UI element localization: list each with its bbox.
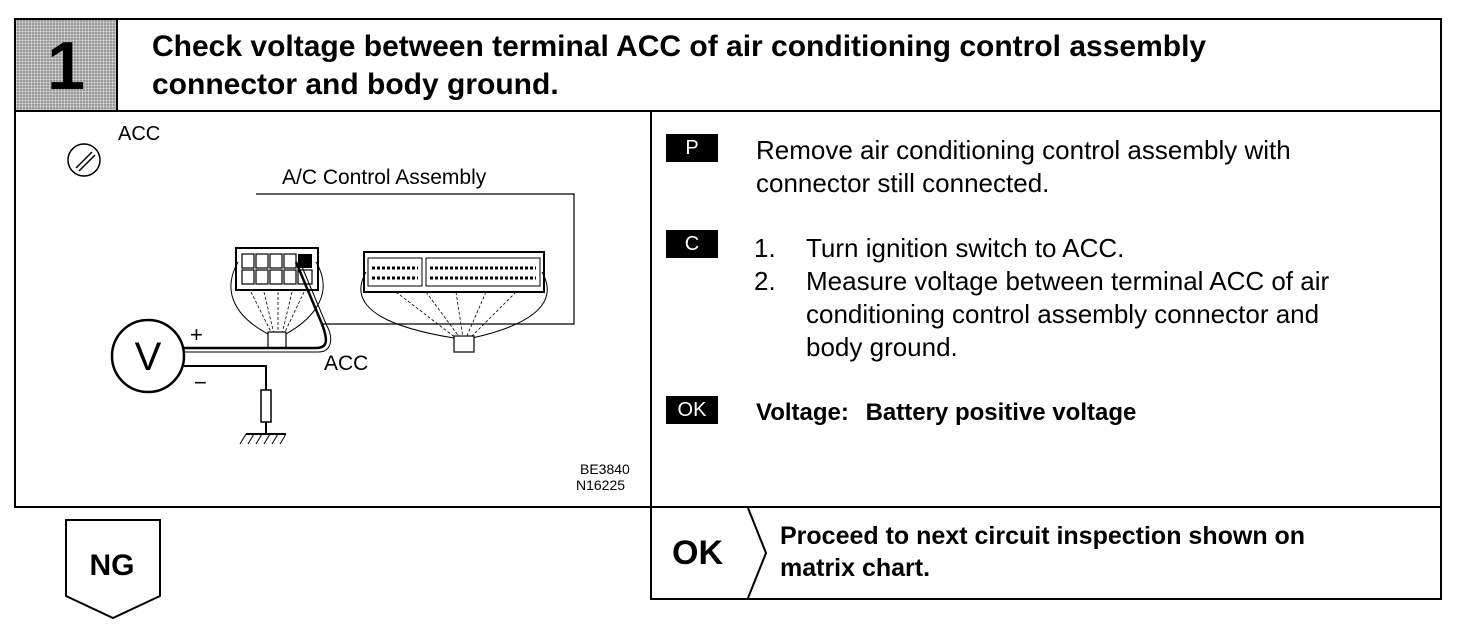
negative-probe — [260, 389, 272, 423]
right-connector — [360, 251, 548, 353]
step-title-line1: Check voltage between terminal ACC of ai… — [152, 30, 1207, 63]
figure-code-2: N16225 — [576, 477, 626, 493]
figure-code-1: BE3840 — [580, 461, 630, 477]
wiring-diagram-svg: ACC A/C Control Assembly — [67, 123, 575, 445]
step2-line3: body ground. — [806, 332, 958, 362]
ok-spec-value: Battery positive voltage — [865, 399, 1137, 426]
step2-text: Measure voltage between terminal ACC of … — [806, 265, 1436, 364]
ok-result-box: OK Proceed to next circuit inspection sh… — [650, 506, 1442, 600]
prep-tag: P — [666, 134, 718, 162]
ok-result-line2: matrix chart. — [780, 554, 931, 582]
ng-label: NG — [89, 549, 135, 582]
prep-line2: connector still connected. — [756, 168, 1050, 198]
step1-number: 1. — [754, 233, 776, 263]
ok-chevron-icon — [747, 508, 768, 598]
wiring-diagram: ACC A/C Control Assembly — [16, 112, 650, 506]
column-divider — [650, 112, 652, 506]
check-tag: C — [666, 230, 718, 258]
step2-line1: Measure voltage between terminal ACC of … — [806, 266, 1330, 296]
ok-tag: OK — [666, 396, 718, 424]
plus-sign: + — [190, 322, 203, 347]
prep-text: Remove air conditioning control assembly… — [756, 134, 1436, 200]
assembly-label: A/C Control Assembly — [282, 166, 487, 189]
ok-result-line1: Proceed to next circuit inspection shown… — [780, 522, 1306, 550]
positive-probe-lead-outline — [184, 261, 332, 353]
step-body: ACC A/C Control Assembly — [14, 112, 1442, 508]
step-title: Check voltage between terminal ACC of ai… — [152, 28, 1422, 104]
ok-result-label: OK — [672, 534, 723, 572]
negative-probe-lead — [184, 365, 267, 390]
step2-number: 2. — [754, 266, 776, 296]
voltmeter-icon — [110, 318, 186, 394]
step-title-line2: connector and body ground. — [152, 68, 559, 101]
step-header: 1 Check voltage between terminal ACC of … — [14, 18, 1442, 112]
voltmeter-symbol: V — [135, 335, 162, 379]
ok-result-text: Proceed to next circuit inspection shown… — [780, 520, 1420, 584]
ignition-key-icon — [67, 143, 101, 177]
ok-spec: Voltage: Battery positive voltage — [756, 398, 1136, 428]
positive-probe-lead — [184, 261, 328, 350]
assembly-bracket — [256, 193, 575, 325]
ok-spec-label: Voltage: — [756, 399, 849, 426]
minus-sign: − — [194, 370, 207, 395]
ignition-acc-label: ACC — [118, 123, 160, 145]
step-number-box — [16, 20, 118, 110]
ng-arrow-box — [65, 519, 161, 620]
step-number: 1 — [47, 28, 85, 104]
left-connector — [230, 247, 324, 349]
step2-line2: conditioning control assembly connector … — [806, 299, 1320, 329]
step1-text: Turn ignition switch to ACC. — [806, 233, 1125, 263]
ground-symbol-icon — [239, 433, 287, 445]
prep-line1: Remove air conditioning control assembly… — [756, 135, 1291, 165]
terminal-acc-label: ACC — [324, 352, 368, 375]
